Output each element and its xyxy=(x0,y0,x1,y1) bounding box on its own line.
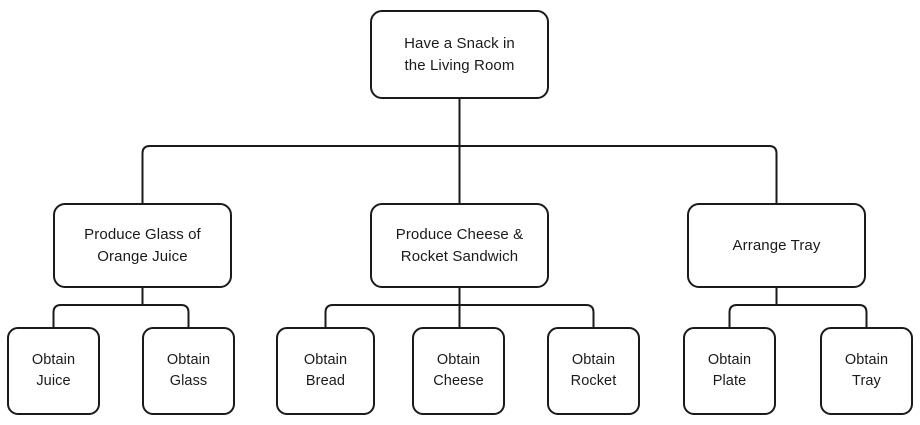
node-obtain-cheese-label: Obtain Cheese xyxy=(433,351,484,389)
node-arrange-tray[interactable]: Arrange Tray xyxy=(687,203,866,288)
node-arrange-tray-label: Arrange Tray xyxy=(732,236,821,254)
node-obtain-rocket-label: Obtain Rocket xyxy=(570,351,617,389)
node-produce-orange-juice-label: Produce Glass of Orange Juice xyxy=(84,225,201,265)
node-obtain-tray[interactable]: Obtain Tray xyxy=(820,327,913,415)
edge-produce-orange-juice-to-obtain-juice xyxy=(52,304,143,327)
node-obtain-bread-label: Obtain Bread xyxy=(303,351,348,389)
node-obtain-bread[interactable]: Obtain Bread xyxy=(276,327,375,415)
edge-root-to-arrange-tray xyxy=(459,145,778,203)
node-obtain-cheese[interactable]: Obtain Cheese xyxy=(412,327,505,415)
node-root-label: Have a Snack in the Living Room xyxy=(404,34,515,74)
node-obtain-plate-label: Obtain Plate xyxy=(707,351,752,389)
edge-produce-sandwich-to-obtain-bread xyxy=(324,304,460,327)
edge-root-to-produce-orange-juice xyxy=(141,145,460,203)
node-obtain-juice[interactable]: Obtain Juice xyxy=(7,327,100,415)
edge-arrange-tray-to-obtain-tray xyxy=(776,304,868,327)
node-produce-sandwich[interactable]: Produce Cheese & Rocket Sandwich xyxy=(370,203,549,288)
node-obtain-glass[interactable]: Obtain Glass xyxy=(142,327,235,415)
node-root[interactable]: Have a Snack in the Living Room xyxy=(370,10,549,99)
edge-produce-orange-juice-to-obtain-glass xyxy=(142,304,190,327)
node-obtain-glass-label: Obtain Glass xyxy=(166,351,211,389)
node-obtain-plate[interactable]: Obtain Plate xyxy=(683,327,776,415)
node-obtain-rocket[interactable]: Obtain Rocket xyxy=(547,327,640,415)
edge-produce-sandwich-to-obtain-rocket xyxy=(459,304,595,327)
node-obtain-juice-label: Obtain Juice xyxy=(31,351,76,389)
node-produce-orange-juice[interactable]: Produce Glass of Orange Juice xyxy=(53,203,232,288)
node-obtain-tray-label: Obtain Tray xyxy=(844,351,889,389)
edge-arrange-tray-to-obtain-plate xyxy=(728,304,777,327)
node-produce-sandwich-label: Produce Cheese & Rocket Sandwich xyxy=(395,225,524,265)
